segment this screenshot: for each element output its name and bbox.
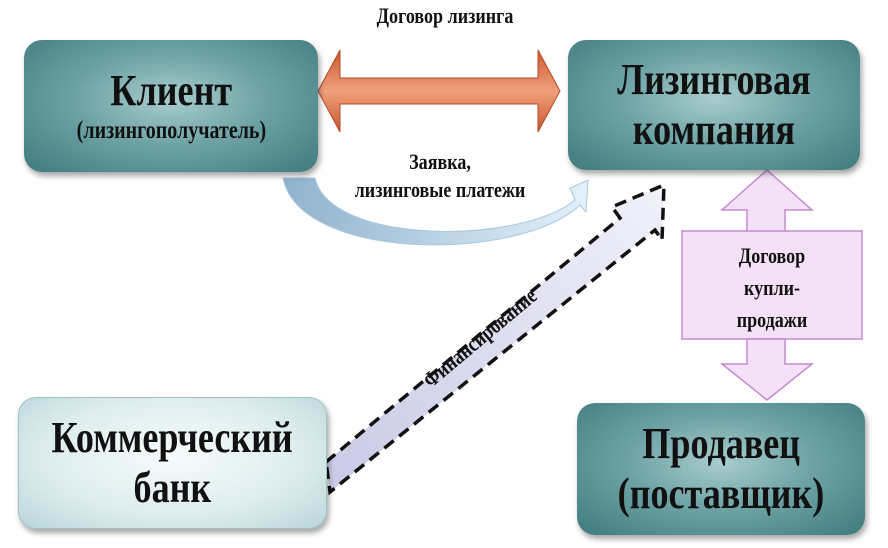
purchase-label-line1: Договор (738, 243, 806, 268)
bank-line2: банк (133, 463, 212, 512)
seller-node: Продавец (поставщик) (577, 403, 865, 535)
purchase-down-arrow (719, 338, 815, 401)
bank-node: Коммерческий банк (18, 397, 327, 529)
client-title: Клиент (110, 66, 232, 115)
seller-line2: (поставщик) (617, 469, 825, 518)
leasing-contract-label: Договор лизинга (376, 3, 514, 28)
seller-line1: Продавец (642, 419, 800, 468)
purchase-label-line3: продажи (736, 307, 808, 332)
financing-dashed-arrow (324, 182, 666, 496)
client-node: Клиент (лизингополучатель) (24, 40, 318, 172)
client-subtitle: (лизингополучатель) (76, 117, 266, 144)
leasing-contract-double-arrow (317, 49, 561, 133)
purchase-up-arrow (720, 168, 814, 233)
application-curved-arrow (282, 177, 589, 246)
bank-line1: Коммерческий (51, 413, 294, 462)
application-label-line2: лизинговые платежи (354, 177, 526, 202)
leasing-company-node: Лизинговая компания (568, 40, 860, 170)
purchase-label-line2: купли- (743, 275, 801, 300)
application-label-line1: Заявка, (409, 149, 471, 174)
leasing-company-line1: Лизинговая (617, 55, 811, 104)
leasing-company-line2: компания (632, 105, 796, 154)
